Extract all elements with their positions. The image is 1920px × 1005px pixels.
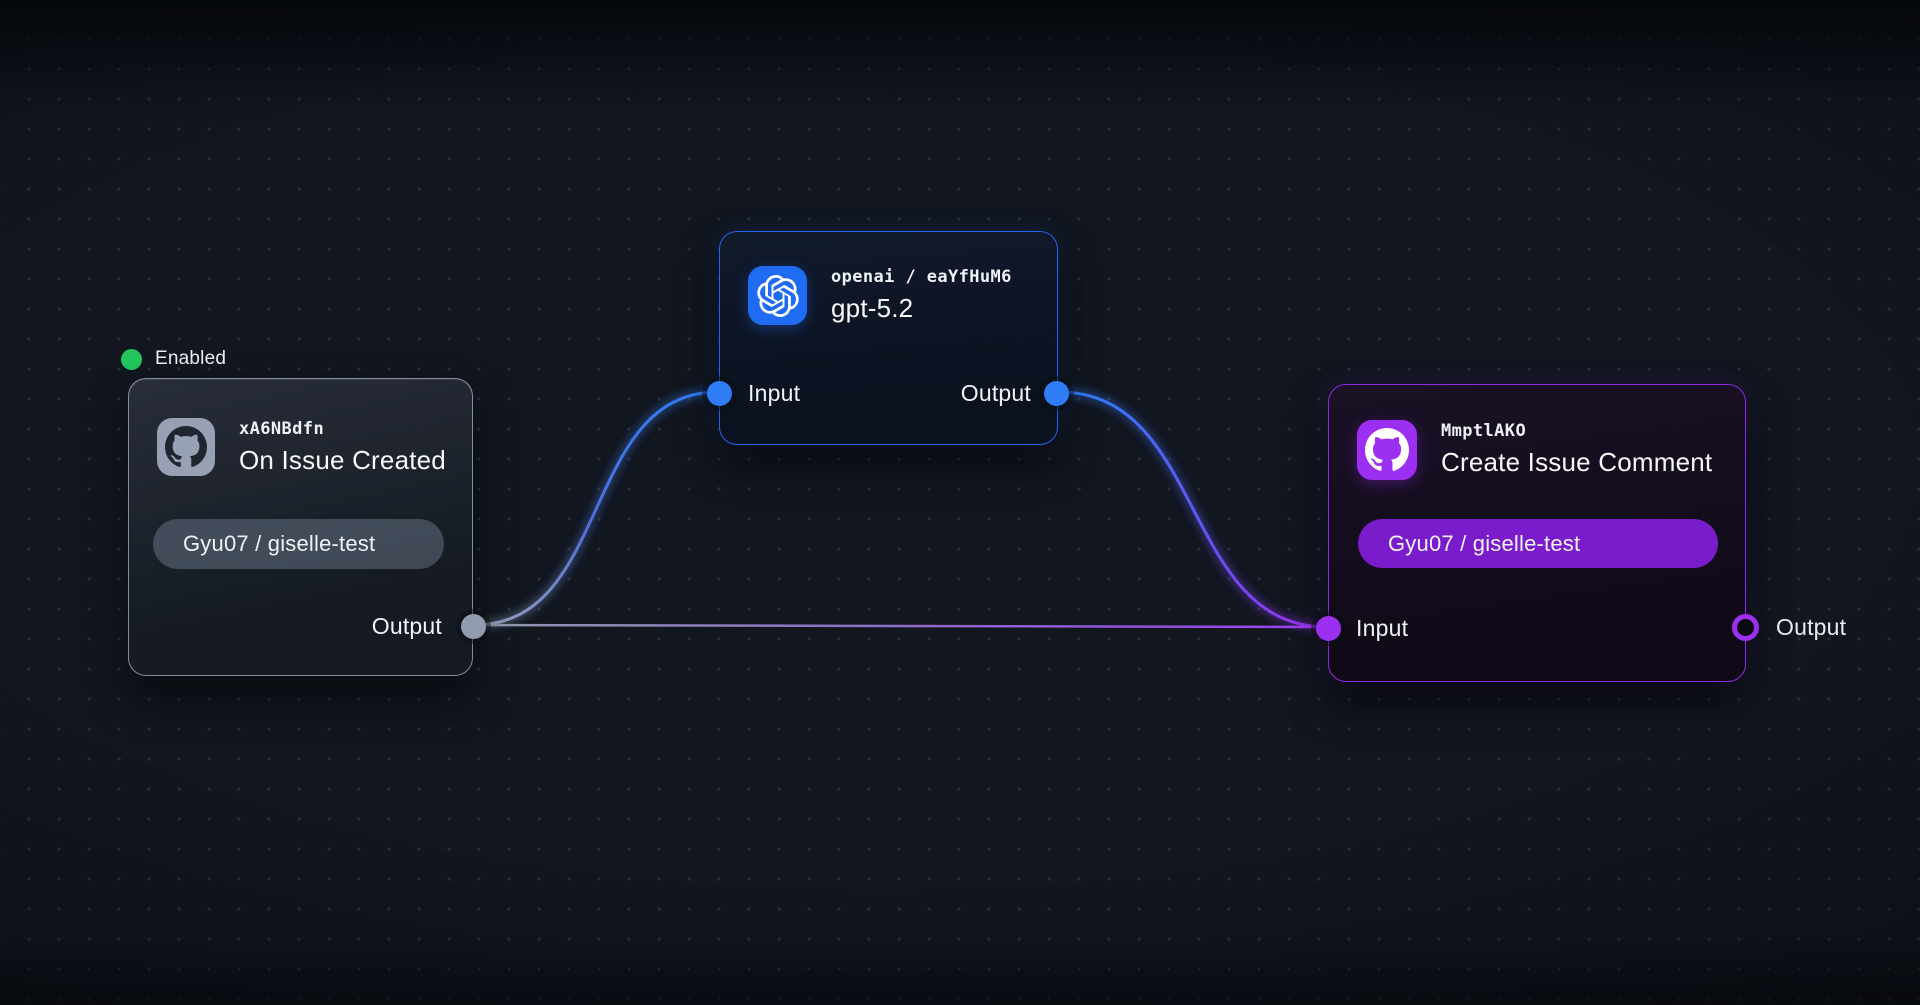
status-label: Enabled: [155, 348, 227, 369]
edge-model-to-action[interactable]: [1057, 390, 1329, 629]
edge-trigger-to-action[interactable]: [472, 623, 1329, 629]
node-on-issue-created[interactable]: xA6NBdfn On Issue Created Gyu07 / gisell…: [128, 378, 486, 676]
output-port-label: Output: [960, 380, 1031, 406]
openai-icon: [748, 266, 807, 325]
node-meta: openai / eaYfHuM6: [831, 267, 1012, 287]
node-id: xA6NBdfn: [239, 419, 325, 439]
node-create-issue-comment[interactable]: MmptlAKO Create Issue Comment Gyu07 / gi…: [1316, 384, 1846, 682]
output-port-label: Output: [371, 613, 442, 639]
node-id: MmptlAKO: [1441, 421, 1527, 441]
output-port-label: Output: [1776, 614, 1847, 640]
node-title: Create Issue Comment: [1441, 447, 1713, 477]
input-port-label: Input: [748, 380, 801, 406]
node-header: xA6NBdfn On Issue Created: [157, 418, 446, 476]
node-header: MmptlAKO Create Issue Comment: [1357, 420, 1712, 480]
node-title: On Issue Created: [239, 445, 446, 475]
edge-trigger-to-model[interactable]: [472, 390, 720, 627]
input-port[interactable]: [707, 380, 732, 406]
github-icon: [157, 418, 215, 476]
node-header: openai / eaYfHuM6 gpt-5.2: [748, 266, 1012, 325]
input-port[interactable]: [1316, 615, 1341, 641]
output-port[interactable]: [1731, 613, 1759, 641]
output-port[interactable]: [461, 613, 486, 639]
status-enabled-dot-icon: [121, 348, 142, 370]
node-gpt-5-2[interactable]: openai / eaYfHuM6 gpt-5.2 Input Output: [707, 231, 1069, 445]
repo-badge: Gyu07 / giselle-test: [1358, 519, 1718, 568]
node-title: gpt-5.2: [831, 293, 914, 323]
repo-badge: Gyu07 / giselle-test: [153, 519, 444, 569]
output-port[interactable]: [1044, 380, 1069, 406]
trigger-status-badge[interactable]: Enabled: [121, 346, 226, 372]
github-icon: [1357, 420, 1417, 480]
input-port-label: Input: [1356, 615, 1409, 641]
